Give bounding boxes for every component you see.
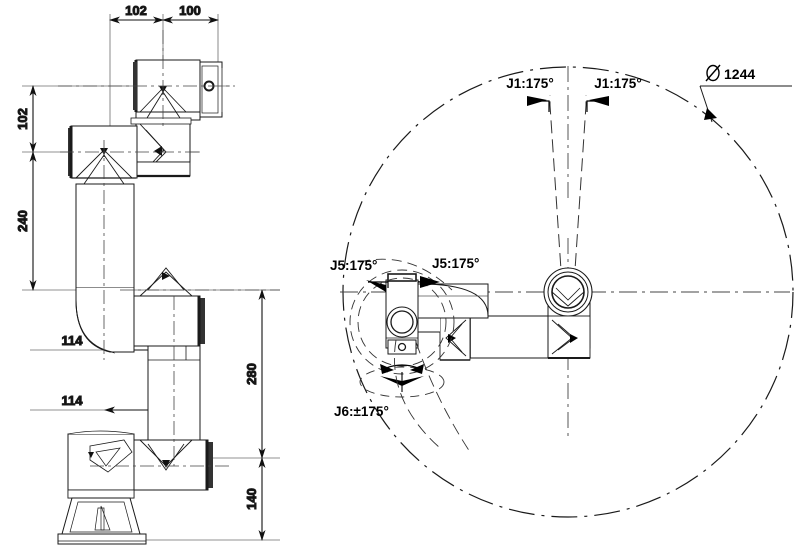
j5-arrow-right (418, 276, 440, 288)
diameter-value-label: 1244 (724, 66, 755, 82)
dim-240-left-label: 240 (15, 210, 30, 232)
side-j2-forearm-block (133, 267, 205, 347)
dim-102-top-label: 102 (125, 3, 147, 18)
dim-280-right-label: 280 (244, 363, 259, 385)
j5-left-label: J5:175° (330, 258, 377, 273)
j1-right-label: J1:175° (594, 76, 641, 91)
side-j4-joint-wedge (135, 123, 191, 178)
side-upper-arm-link (75, 183, 135, 353)
dim-100-top-label: 100 (179, 3, 201, 18)
side-base-housing (133, 439, 213, 491)
side-j4-link (130, 117, 192, 163)
side-elevation-view: 102 100 102 240 114 114 280 140 (15, 3, 280, 545)
j6-leader (393, 339, 471, 453)
dim-140-right-label: 140 (244, 488, 259, 510)
j1-left-label: J1:175° (506, 76, 553, 91)
j1-sweep-boundaries (549, 95, 587, 286)
dim-102-left-label: 102 (15, 108, 30, 130)
j6-bottom-label: J6:±175° (334, 404, 389, 419)
dim-114-lower-label: 114 (62, 393, 84, 408)
side-view-centerlines (58, 30, 280, 467)
side-base-plate (57, 497, 147, 545)
plan-arm-tube (467, 315, 549, 359)
diameter-symbol-icon (705, 64, 721, 82)
j1-arrow-right (586, 96, 609, 112)
plan-wrist-block (385, 273, 419, 355)
j5-arrow-left (366, 280, 389, 292)
dim-114-upper-label: 114 (62, 333, 84, 348)
plan-elbow-wedge (439, 315, 471, 361)
plan-j2-wedge (547, 315, 591, 359)
side-j6-flange (197, 61, 223, 118)
j6-arrow (380, 364, 424, 392)
side-wrist-housing (133, 59, 201, 121)
j5-right-label: J5:175° (432, 256, 479, 271)
j1-arrow-left (527, 96, 550, 112)
top-plan-working-envelope-view: J1:175° J1:175° 1244 (330, 64, 794, 518)
diameter-callout-leader (699, 85, 792, 123)
side-pedestal (67, 430, 135, 499)
